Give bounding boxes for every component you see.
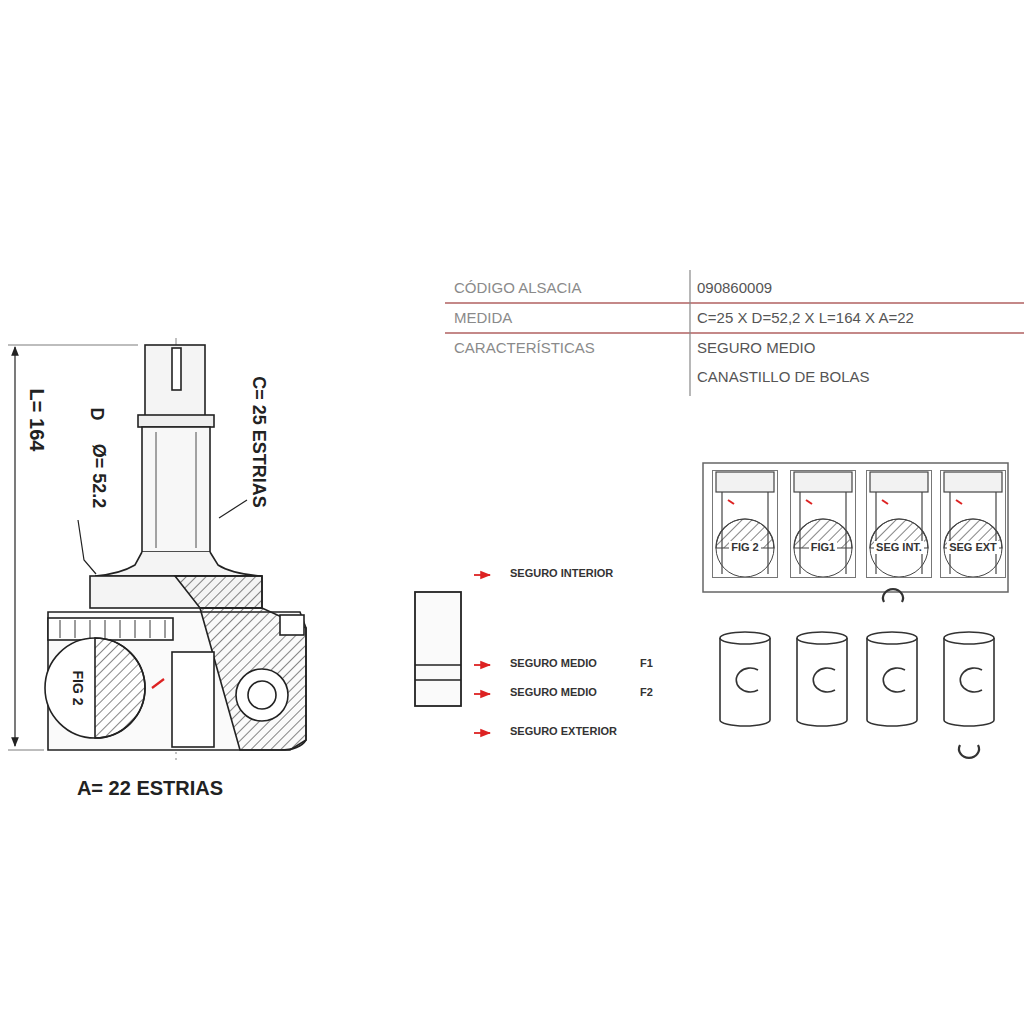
figure-panel-frame-part: [944, 472, 1002, 577]
dimension-lines-part: [14, 347, 15, 746]
dimension-lines: [8, 345, 247, 750]
ring-position-key-part: [415, 592, 461, 706]
cv-joint-part: [175, 576, 262, 608]
figure-panel-frame-part: [716, 472, 774, 577]
ring-position-key-part-part: [474, 732, 490, 734]
cv-joint-part: [45, 638, 145, 738]
figure-panel-frame-part: [794, 472, 852, 577]
cv-joint-part-part: [75, 620, 76, 638]
cv-joint-part: [280, 615, 304, 635]
dimension-label: C= 25 ESTRIAS: [249, 374, 270, 510]
circlips-and-bushings-part: [720, 632, 770, 726]
cv-joint-part-part: [105, 620, 106, 638]
table-rules: [445, 270, 1024, 396]
circlips-and-bushings: [720, 589, 994, 758]
cv-joint-part: [48, 618, 173, 640]
ring-label: SEGURO MEDIO: [508, 657, 599, 670]
circlips-and-bushings-part: [959, 745, 979, 758]
table-rules-part: [445, 302, 1024, 304]
table-cell: CANASTILLO DE BOLAS: [695, 368, 872, 385]
cv-joint-part: [248, 681, 276, 709]
figure-caption: FIG1: [809, 541, 837, 554]
figure-panel-frame-part: [870, 472, 928, 577]
cv-joint-part-part: [165, 620, 166, 638]
cv-joint-part: [156, 432, 157, 548]
figure-label: FIG 2: [70, 668, 86, 707]
table-cell: C=25 X D=52,2 X L=164 X A=22: [695, 309, 916, 326]
dimension-lines-part: [8, 345, 138, 346]
figure-panel: SEG INT.: [866, 470, 932, 578]
cv-joint-part: [172, 348, 181, 390]
cv-joint: [45, 338, 306, 760]
dimension-lines-part: [219, 500, 247, 518]
ring-label: SEGURO MEDIO: [508, 686, 599, 699]
figure-caption: SEG INT.: [874, 541, 924, 554]
cv-joint-part-part: [135, 620, 136, 638]
figure-caption: FIG 2: [729, 541, 761, 554]
ring-position-key-part-part: [474, 664, 490, 666]
cv-joint-part: [95, 552, 262, 576]
ring-position-key-part: [415, 664, 461, 665]
circlips-and-bushings-part: [883, 589, 903, 602]
cv-joint-part: [90, 576, 262, 608]
cv-joint-part-part: [60, 620, 61, 638]
table-cell: SEGURO MEDIO: [695, 339, 817, 356]
ring-position-key-part: [474, 575, 490, 733]
cv-joint-part: [138, 415, 214, 427]
dimension-label: D: [87, 406, 108, 423]
figure-panel: FIG 2: [712, 470, 778, 578]
figure-panel: FIG1: [790, 470, 856, 578]
ring-label: SEGURO EXTERIOR: [508, 725, 619, 738]
ring-label: F1: [638, 657, 655, 670]
cv-joint-part: [145, 345, 205, 417]
figure-panel-frame: [703, 463, 1008, 592]
circlips-and-bushings-part: [944, 632, 994, 726]
figure-panel: SEG EXT: [940, 470, 1006, 578]
dimension-label: Ø= 52.2: [89, 442, 110, 511]
cv-joint-part: [196, 432, 197, 548]
cv-joint-part: [95, 638, 145, 738]
dimension-label: L= 164: [25, 387, 48, 454]
circlips-and-bushings-part: [867, 632, 917, 726]
cv-joint-part-part: [150, 620, 151, 638]
table-cell: 090860009: [695, 279, 774, 296]
ring-label: SEGURO INTERIOR: [508, 567, 615, 580]
cv-joint-part: [236, 669, 288, 721]
table-header: CÓDIGO ALSACIA: [452, 279, 584, 296]
dimension-label: A= 22 ESTRIAS: [75, 777, 225, 800]
figure-caption: SEG EXT: [947, 541, 999, 554]
dimension-lines-part: [8, 750, 44, 751]
ring-label: F2: [638, 686, 655, 699]
cv-joint-part: [200, 608, 306, 750]
cv-joint-part: [60, 620, 165, 638]
cv-joint-part-part: [90, 620, 91, 638]
ring-position-key-part-part: [474, 574, 490, 576]
table-rules-part: [689, 270, 690, 396]
table-header: MEDIDA: [452, 309, 514, 326]
cv-joint-part-part: [120, 620, 121, 638]
cv-joint-part: [142, 427, 210, 552]
table-rules-part: [445, 332, 1024, 334]
cv-joint-part: [172, 652, 214, 747]
figure-panel-frame-part: [703, 463, 1008, 592]
circlips-and-bushings-part: [797, 632, 847, 726]
dimension-lines-part: [78, 520, 96, 574]
ring-position-key-part-part: [474, 693, 490, 695]
cv-joint-part: [152, 679, 164, 688]
table-header: CARACTERÍSTICAS: [452, 339, 597, 356]
ring-position-key: [415, 575, 490, 733]
ring-position-key-part: [415, 679, 461, 680]
